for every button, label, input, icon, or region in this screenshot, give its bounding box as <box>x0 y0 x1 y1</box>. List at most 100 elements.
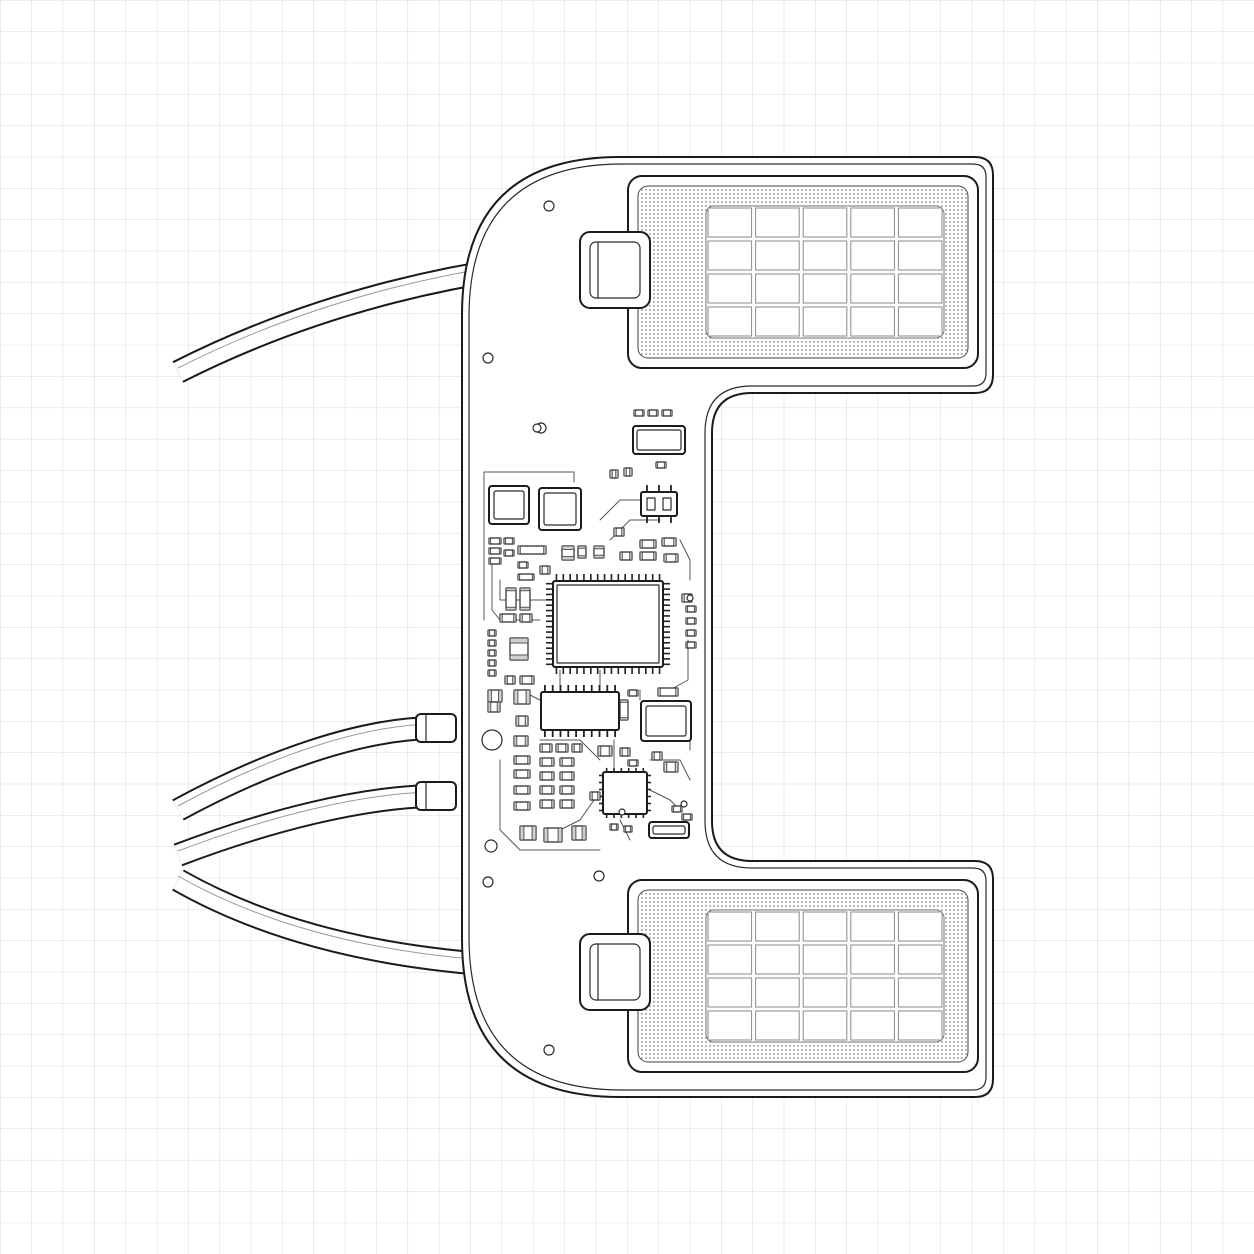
terminal <box>571 799 575 809</box>
mounting-hole-6 <box>593 870 605 882</box>
terminal <box>597 791 601 801</box>
terminal <box>589 791 593 801</box>
module-inner <box>493 490 525 520</box>
pcb-trace <box>679 539 691 581</box>
cable-board-upper-fill <box>173 718 431 819</box>
terminal <box>498 537 502 545</box>
test-point <box>686 594 694 602</box>
terminal <box>663 553 667 563</box>
terminal <box>655 409 659 417</box>
square-module-right <box>640 700 692 742</box>
bottom-pad-mesh-outline <box>705 909 945 1043</box>
terminal <box>685 605 689 613</box>
terminal <box>685 629 689 637</box>
terminal <box>629 551 633 561</box>
pcb-trace <box>599 499 641 521</box>
terminal <box>493 659 497 667</box>
terminal <box>619 699 629 703</box>
terminal <box>498 557 502 565</box>
terminal <box>525 561 529 569</box>
terminal <box>496 701 501 713</box>
mesh-cell <box>707 911 753 942</box>
top-pad-connector-inner <box>589 241 641 299</box>
passive-component <box>623 467 633 477</box>
terminal <box>511 549 515 557</box>
passive-component <box>513 801 531 811</box>
package-body <box>602 771 648 815</box>
mesh-cell <box>802 977 848 1008</box>
ic-qfn <box>599 768 651 818</box>
component-body <box>657 687 679 697</box>
terminal <box>663 461 667 469</box>
terminal <box>539 771 543 781</box>
terminal <box>503 549 507 557</box>
package-mark <box>662 497 672 511</box>
cable-board-upper-highlight <box>177 723 431 807</box>
terminal <box>519 825 525 841</box>
passive-component <box>543 827 563 843</box>
component-body <box>505 587 517 611</box>
passive-component <box>597 745 613 757</box>
mesh-cell <box>897 240 943 271</box>
terminal <box>551 771 555 781</box>
test-point <box>680 800 688 808</box>
terminal <box>693 617 697 625</box>
terminal <box>657 687 661 697</box>
terminal <box>509 654 529 661</box>
passive-component <box>513 769 531 779</box>
terminal <box>513 801 517 811</box>
terminal <box>547 565 551 575</box>
terminal <box>571 757 575 767</box>
electrode-pads <box>579 175 979 1073</box>
passive-component <box>663 553 679 563</box>
terminal <box>693 605 697 613</box>
terminal <box>561 545 575 550</box>
terminal <box>653 539 657 549</box>
passive-component <box>487 669 497 677</box>
terminal <box>577 545 587 549</box>
passive-component <box>539 757 555 767</box>
passive-component <box>671 805 683 813</box>
terminal <box>577 555 587 559</box>
terminal <box>519 587 531 592</box>
crystal-inner <box>652 825 686 835</box>
inductor-1 <box>488 485 530 525</box>
terminal <box>524 735 529 747</box>
passive-component <box>639 539 657 549</box>
passive-component <box>561 545 575 561</box>
terminal <box>505 606 517 611</box>
mesh-cell <box>850 240 895 271</box>
terminal <box>629 825 633 833</box>
passive-component <box>539 771 555 781</box>
terminal <box>674 761 679 773</box>
passive-component <box>504 675 516 685</box>
passive-component <box>593 545 605 559</box>
pcb-trace <box>499 579 551 601</box>
mesh-cell <box>802 273 848 304</box>
passive-component <box>627 689 639 697</box>
main-mcu <box>546 574 670 674</box>
board-outline-inner <box>468 163 987 1091</box>
terminal <box>659 751 663 761</box>
terminal <box>675 687 679 697</box>
terminal <box>487 669 491 677</box>
terminal <box>619 747 623 757</box>
passive-component <box>685 617 697 625</box>
terminal <box>679 805 683 813</box>
terminal <box>543 827 549 843</box>
mesh-cell <box>850 1010 895 1041</box>
mounting-hole-2 <box>482 352 494 364</box>
terminal <box>524 715 529 727</box>
mounting-hole-1 <box>543 200 555 212</box>
cable-ferrule-2 <box>415 781 457 811</box>
mesh-cell <box>755 306 800 337</box>
passive-component <box>609 823 619 831</box>
terminal <box>673 537 677 547</box>
test-point <box>484 839 498 853</box>
passive-component <box>627 759 639 767</box>
terminal <box>653 551 657 561</box>
passive-component <box>517 561 529 569</box>
terminal <box>549 743 553 753</box>
terminal <box>613 527 617 537</box>
terminal <box>493 669 497 677</box>
